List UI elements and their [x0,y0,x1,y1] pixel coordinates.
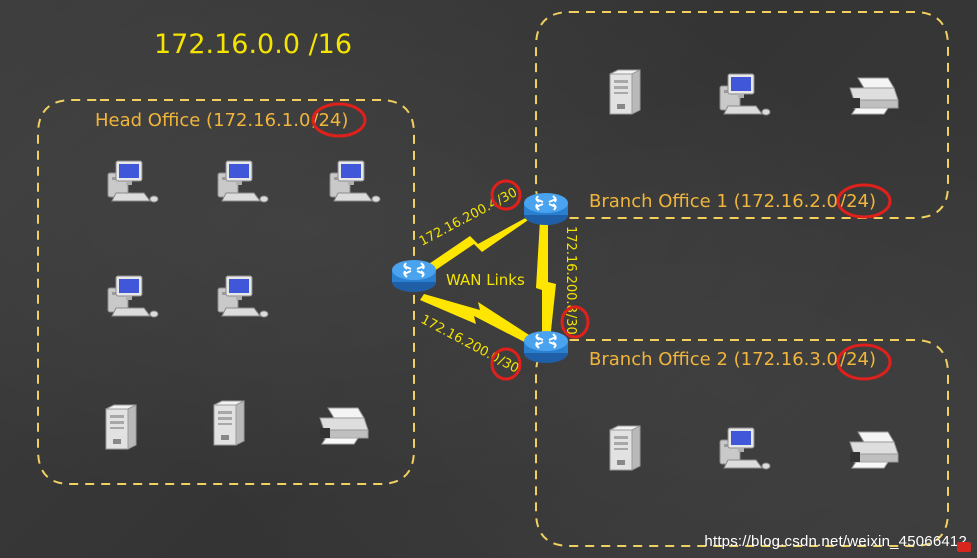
branch-1-server-icon [610,70,640,114]
branch-2-server-icon [610,426,640,470]
watermark-url: https://blog.csdn.net/weixin_45066412 [704,533,967,550]
wan-link-right-lightning [536,220,556,340]
head-office-workstation-2-icon [218,161,268,202]
supernet-label: 172.16.0.0 /16 [154,29,352,60]
branch-office-1-boundary [536,12,948,218]
branch-1-router-icon [524,193,568,225]
head-office-router-icon [392,260,436,292]
branch-office-1-mask: /24 [840,191,869,212]
branch-office-1-label: Branch Office 1 (172.16.2.0/24) [589,191,876,212]
wan-links-label: WAN Links [446,271,525,289]
branch-2-printer-icon [850,432,898,468]
head-office-printer-icon [320,408,368,444]
head-office-workstation-4-icon [108,276,158,317]
branch-1-workstation-icon [720,74,770,115]
head-office-workstation-3-icon [330,161,380,202]
head-office-server-1-icon [106,405,136,449]
branch-office-2-label: Branch Office 2 (172.16.3.0/24) [589,349,876,370]
branch-1-printer-icon [850,78,898,114]
head-office-server-2-icon [214,401,244,445]
head-office-workstation-5-icon [218,276,268,317]
right-link-network-label: 172.16.200.8/30 [563,226,578,335]
head-office-label: Head Office (172.16.1.0/24) [95,110,348,131]
wan-link-top-lightning [420,210,540,278]
branch-2-router-icon [524,331,568,363]
branch-2-workstation-icon [720,428,770,469]
head-office-workstation-1-icon [108,161,158,202]
csdn-logo-icon [957,542,971,552]
